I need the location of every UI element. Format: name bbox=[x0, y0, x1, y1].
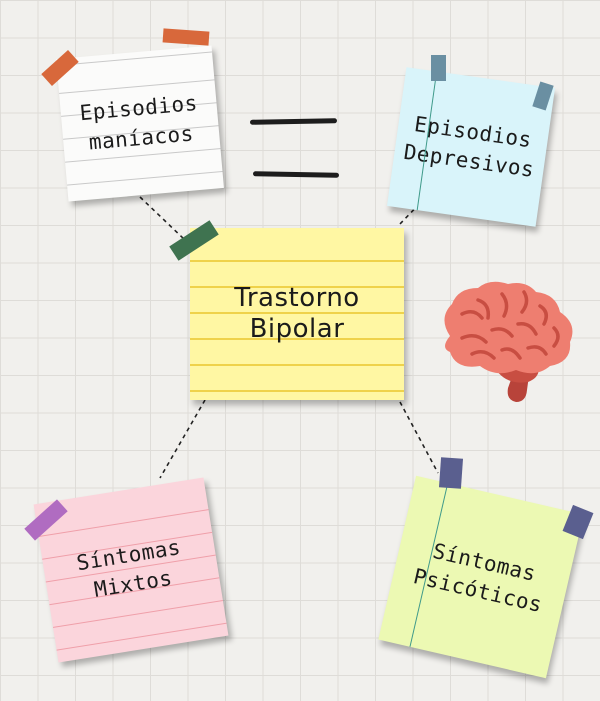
connector-mixtos bbox=[159, 399, 206, 479]
note-maniacos-text: Episodios maníacos bbox=[79, 89, 202, 158]
connector-psicoticos bbox=[399, 401, 439, 474]
note-trastorno-bipolar: Trastorno Bipolar bbox=[190, 228, 404, 400]
connector-maniacos bbox=[139, 196, 186, 241]
central-title: Trastorno Bipolar bbox=[234, 283, 359, 345]
tape-indigo-left bbox=[438, 457, 464, 489]
connector-depresivos bbox=[397, 197, 426, 227]
note-episodios-depresivos: Episodios Depresivos bbox=[386, 67, 556, 227]
note-episodios-maniacos: Episodios maníacos bbox=[56, 45, 224, 202]
note-mixtos-text: Síntomas Mixtos bbox=[74, 533, 187, 608]
central-title-line2: Bipolar bbox=[249, 314, 345, 344]
tape-slate-left bbox=[431, 55, 446, 81]
brain-icon bbox=[444, 281, 573, 402]
central-title-line1: Trastorno bbox=[234, 282, 360, 313]
